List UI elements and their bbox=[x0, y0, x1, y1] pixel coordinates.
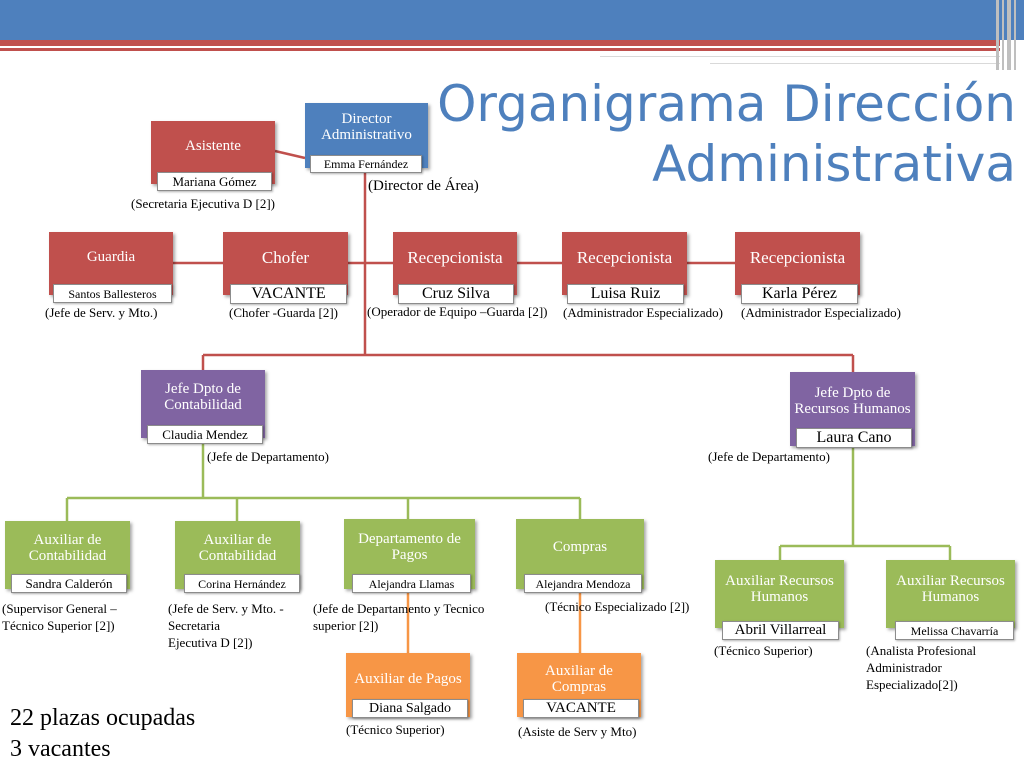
name-tag: Santos Ballesteros bbox=[53, 284, 172, 303]
role-label: Auxiliar de Pagos bbox=[354, 671, 462, 688]
header-accent-line bbox=[0, 40, 1000, 46]
note-line: superior [2]) bbox=[313, 617, 379, 633]
position-note: (Supervisor General –Técnico Superior [2… bbox=[2, 601, 117, 635]
note-line: (Analista Profesional bbox=[866, 643, 977, 658]
name-tag: Diana Salgado bbox=[352, 699, 468, 718]
position-note: (Jefe de Serv. y Mto.) bbox=[45, 305, 158, 320]
name-tag: Luisa Ruiz bbox=[567, 284, 684, 304]
role-label: Recepcionista bbox=[749, 247, 846, 267]
role-label: Auxiliar de Compras bbox=[545, 663, 613, 695]
position-note: (Administrador Especializado) bbox=[741, 305, 901, 320]
auxiliar-recursos-humanos-box: Auxiliar Recursos Humanos bbox=[715, 560, 844, 628]
role-label: Auxiliar Recursos Humanos bbox=[896, 573, 1005, 605]
name-tag: Cruz Silva bbox=[398, 284, 514, 304]
note-line: Ejecutiva D [2]) bbox=[168, 634, 253, 650]
position-note: (Técnico Especializado [2]) bbox=[545, 599, 690, 614]
position-note: (Jefe de Departamento) bbox=[207, 449, 329, 464]
header-bar bbox=[0, 0, 1024, 40]
header-vertical-bars bbox=[996, 0, 1020, 70]
position-note: (Chofer -Guarda [2]) bbox=[229, 305, 339, 320]
role-label: Auxiliar de Contabilidad bbox=[198, 532, 277, 564]
position-note: (Técnico Superior) bbox=[714, 643, 813, 658]
name-tag: VACANTE bbox=[230, 284, 347, 304]
position-note: (Secretaria Ejecutiva D [2]) bbox=[131, 196, 276, 211]
position-note: (Jefe de Departamento) bbox=[708, 449, 830, 464]
role-label: Recepcionista bbox=[576, 247, 673, 267]
name-tag: Sandra Calderón bbox=[11, 574, 127, 593]
note-line: Secretaria bbox=[168, 617, 220, 633]
name-tag: Melissa Chavarría bbox=[895, 621, 1014, 640]
position-note: (Asiste de Serv y Mto) bbox=[518, 724, 637, 739]
role-label: Recepcionista bbox=[407, 247, 503, 267]
position-note: (Administrador Especializado) bbox=[563, 305, 723, 320]
name-tag: Mariana Gómez bbox=[157, 172, 272, 191]
summary-vacant: 3 vacantes bbox=[10, 736, 111, 762]
auxiliar-recursos-humanos-box: Auxiliar Recursos Humanos bbox=[886, 560, 1015, 628]
role-label: Director Administrativo bbox=[321, 110, 412, 143]
note-line: Técnico Superior [2]) bbox=[2, 617, 115, 633]
note-line: (Jefe de Departamento y Tecnico bbox=[313, 601, 485, 616]
role-label: Jefe Dpto de Contabilidad bbox=[164, 381, 242, 413]
role-label: Asistente bbox=[185, 137, 241, 154]
role-label: Compras bbox=[552, 539, 608, 556]
page-title: Organigrama Dirección Administrativa bbox=[437, 75, 1016, 193]
name-tag: Claudia Mendez bbox=[147, 425, 263, 444]
name-tag: Abril Villarreal bbox=[722, 621, 839, 640]
note-line: Administrador bbox=[866, 659, 942, 675]
name-tag: Laura Cano bbox=[796, 428, 912, 448]
position-note: (Director de Área) bbox=[368, 178, 479, 194]
role-label: Departamento de Pagos bbox=[358, 531, 461, 563]
position-note: (Técnico Superior) bbox=[346, 722, 445, 737]
name-tag: VACANTE bbox=[523, 699, 639, 718]
position-note: (Operador de Equipo –Guarda [2]) bbox=[367, 304, 548, 319]
name-tag: Alejandra Llamas bbox=[352, 574, 471, 593]
role-label: Jefe Dpto de Recursos Humanos bbox=[794, 385, 911, 417]
note-line: Especializado[2]) bbox=[866, 676, 958, 692]
role-label: Auxiliar de Contabilidad bbox=[28, 532, 107, 564]
name-tag: Karla Pérez bbox=[741, 284, 858, 304]
role-label: Chofer bbox=[261, 247, 310, 267]
name-tag: Corina Hernández bbox=[184, 574, 300, 593]
header-accent-line bbox=[0, 48, 1000, 51]
name-tag: Emma Fernández bbox=[310, 155, 422, 173]
summary-occupied: 22 plazas ocupadas bbox=[10, 705, 196, 731]
header-thin-line bbox=[600, 56, 1000, 57]
header-thin-line bbox=[710, 63, 1000, 64]
role-label: Guardia bbox=[86, 248, 136, 265]
note-line: (Jefe de Serv. y Mto. - bbox=[168, 601, 284, 616]
note-line: (Supervisor General – bbox=[2, 601, 117, 616]
summary: 22 plazas ocupadas 3 vacantes bbox=[10, 703, 195, 765]
name-tag: Alejandra Mendoza bbox=[524, 574, 642, 593]
role-label: Auxiliar Recursos Humanos bbox=[725, 573, 834, 605]
